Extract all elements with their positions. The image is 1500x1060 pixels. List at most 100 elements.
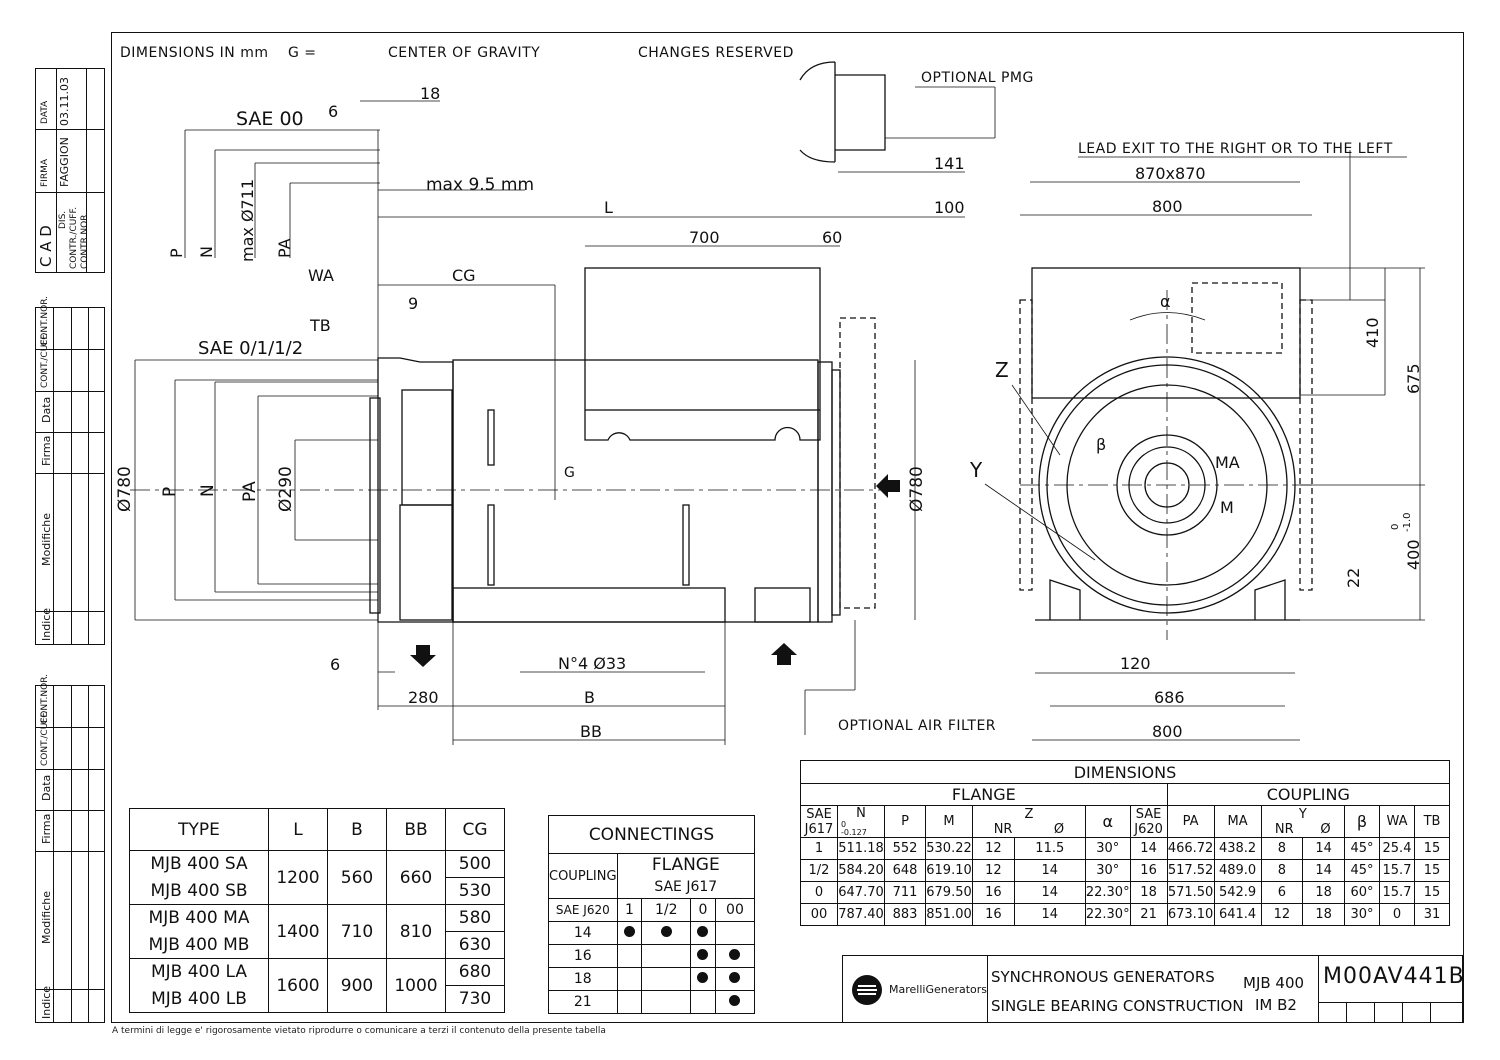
optional-air-filter-label: OPTIONAL AIR FILTER (838, 718, 997, 734)
h-sae: SAE J617 (800, 805, 838, 838)
g-marker: G (564, 465, 575, 481)
drawing-number: M00AV441B (1323, 964, 1465, 989)
dim-cell-m: 851.00 (925, 903, 973, 926)
dim-675: 675 (1404, 363, 1423, 394)
flange-col: 0 (690, 898, 716, 922)
coupling-size: 18 (548, 967, 618, 991)
dim-cell-wa: 0 (1379, 903, 1415, 926)
bb-cell: 660 (386, 850, 446, 905)
dim-cell-n: 647.70 (837, 881, 885, 904)
dim-700: 700 (689, 228, 720, 247)
dim-max711: max Ø711 (238, 178, 257, 262)
revision-block-2: CONT.NOR. CONT./CUFF. Data Firma Modific… (35, 674, 105, 1023)
revision-block-1: CONT.NOR. CONT./CUFF. Data Firma Modific… (35, 296, 105, 645)
dim-cell-beta: 60° (1344, 881, 1380, 904)
h-m: M (925, 805, 973, 838)
changes-note: CHANGES RESERVED (638, 45, 794, 61)
dim-22: 22 (1344, 567, 1363, 588)
connectings-table: CONNECTINGS COUPLING FLANGE SAE J617 SAE… (548, 815, 756, 1014)
dim-cell-ma: 542.9 (1213, 881, 1262, 904)
coupling-size: 14 (548, 921, 618, 945)
coupling-group: COUPLING (1166, 783, 1451, 806)
compat-cell (690, 990, 716, 1014)
cg-cell: 680 (445, 958, 505, 986)
dim-cell-sae: 00 (800, 903, 838, 926)
dim-780-left: Ø780 (115, 466, 135, 512)
arrow-up-icon (771, 643, 797, 665)
h-j620-label: J620 (1134, 821, 1163, 837)
h-n: N 0 -0.127 (837, 805, 885, 838)
l-cell: 1600 (268, 958, 328, 1013)
compatible-dot-icon (729, 995, 741, 1006)
compat-cell (690, 944, 716, 968)
dim-cell-n: 787.40 (837, 903, 885, 926)
mount-label: IM B2 (1255, 996, 1297, 1014)
grille-panel (399, 504, 453, 621)
dim-cell-sae2: 18 (1129, 881, 1168, 904)
compat-cell (616, 921, 643, 945)
dim-cell-wa: 15.7 (1379, 859, 1415, 882)
sae00-label: SAE 00 (236, 108, 304, 130)
dim-L: L (604, 198, 613, 217)
alpha-label: α (1160, 292, 1171, 311)
dim-cell-wa: 25.4 (1379, 837, 1415, 860)
dim-cell-p: 883 (884, 903, 926, 926)
h-tb: TB (1414, 805, 1450, 838)
connecting-row: 21 (548, 990, 756, 1014)
h-y-label: Y (1298, 806, 1307, 822)
arrow-down-icon (410, 645, 436, 667)
connecting-row: 14 (548, 921, 756, 945)
h-pa: PA (1166, 805, 1215, 838)
dim-cell-p: 648 (884, 859, 926, 882)
type-cell: MJB 400 LB (129, 985, 269, 1013)
dim-cell-beta: 30° (1344, 903, 1380, 926)
dim-CG: CG (452, 266, 476, 285)
cad-block: C A D DATA FIRMA 03.11.03 FAGGION DIS. C… (35, 68, 105, 273)
dim-max95: max 9.5 mm (426, 175, 535, 195)
h-wa: WA (1379, 805, 1415, 838)
lead-exit-label: LEAD EXIT TO THE RIGHT OR TO THE LEFT (1078, 141, 1393, 157)
dim-cell-y-phi: 14 (1302, 837, 1345, 860)
type-cell: MJB 400 SB (129, 877, 269, 905)
compat-cell (616, 990, 643, 1014)
l-cell: 1200 (268, 850, 328, 905)
title-line-1: SYNCHRONOUS GENERATORS (991, 968, 1215, 986)
dim-9: 9 (408, 294, 419, 313)
dim-cell-beta: 45° (1344, 837, 1380, 860)
dims-note: DIMENSIONS IN mm (120, 45, 269, 61)
flange-group: FLANGE (800, 783, 1168, 806)
dim-N-top: N (197, 246, 216, 258)
dim-780-right: Ø780 (907, 466, 927, 512)
dim-cell-z-nr: 12 (972, 859, 1015, 882)
model-label: MJB 400 (1243, 974, 1305, 992)
front-terminal-box (1031, 267, 1301, 399)
h-z: Z NR Ø (972, 805, 1086, 838)
dim-870: 870x870 (1135, 164, 1206, 183)
compatible-dot-icon (697, 972, 709, 983)
dim-cell-sae2: 16 (1129, 859, 1168, 882)
dim-cell-pa: 673.10 (1166, 903, 1215, 926)
coupling-label: COUPLING (549, 868, 617, 884)
dim-cell-y-nr: 8 (1260, 859, 1304, 882)
cg-cell: 500 (445, 850, 505, 878)
dim-P-left: P (160, 486, 180, 497)
dim-cell-tb: 15 (1414, 837, 1450, 860)
dim-cell-z-phi: 14 (1013, 881, 1086, 904)
brand-label: MarelliGenerators (889, 983, 988, 996)
dim-cell-tb: 15 (1414, 859, 1450, 882)
compat-cell (641, 921, 692, 945)
dimensions-title: DIMENSIONS (800, 760, 1450, 784)
type-cell: MJB 400 MB (129, 931, 269, 959)
type-cell: MJB 400 LA (129, 958, 269, 986)
sae-j617-header: SAE J617 (616, 876, 756, 899)
dim-cell-pa: 571.50 (1166, 881, 1215, 904)
dim-cell-ma: 489.0 (1213, 859, 1262, 882)
dim-WA: WA (308, 266, 334, 285)
z-label: Z (995, 358, 1009, 382)
flange-header: FLANGE (616, 853, 756, 876)
dim-18: 18 (420, 84, 441, 103)
h-y-nr: NR (1274, 821, 1294, 837)
flange-col: 1/2 (641, 898, 692, 922)
